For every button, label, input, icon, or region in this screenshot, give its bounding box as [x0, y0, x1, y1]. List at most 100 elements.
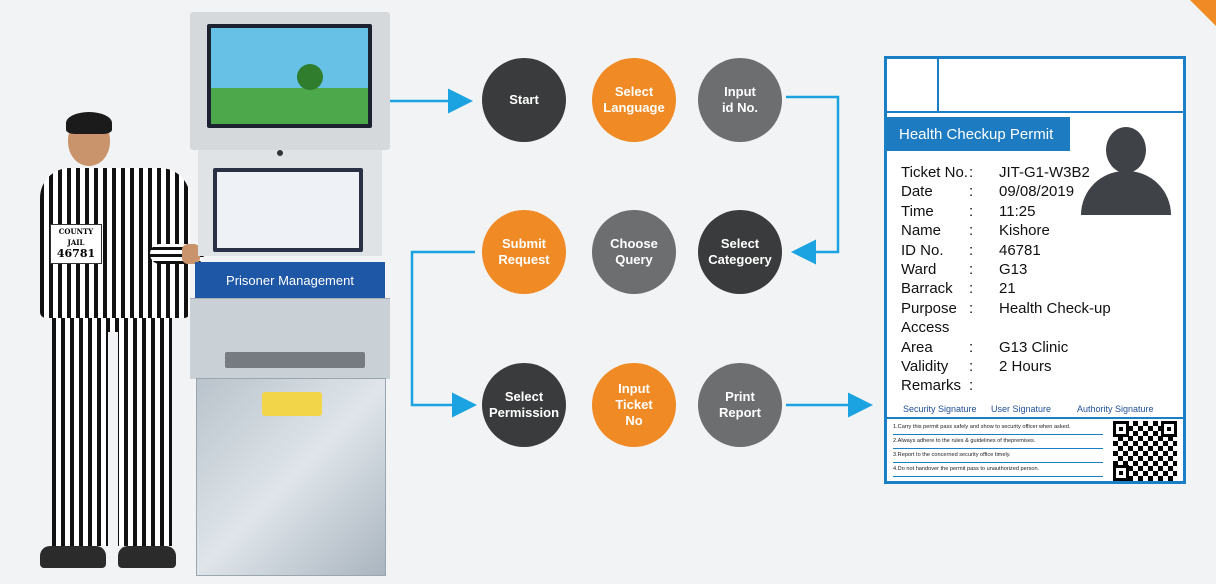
step-label: Select Permission — [488, 389, 560, 420]
step-label: Input id No. — [721, 84, 759, 115]
prisoner-hand — [182, 244, 200, 264]
field-sep: : — [969, 183, 974, 201]
field-sep: : — [969, 299, 974, 317]
qr-code-icon — [1113, 421, 1177, 481]
prisoner-hair — [66, 112, 112, 134]
field-sep: : — [969, 338, 974, 356]
arrow-input-to-category — [786, 95, 840, 265]
field-label: Ward — [901, 261, 937, 279]
permit-title: Health Checkup Permit — [887, 117, 1070, 151]
field-date: Date: 09/08/2019 — [901, 182, 1111, 201]
field-sep: : — [969, 280, 974, 298]
field-label: Validity — [901, 358, 949, 376]
patch-line2: JAIL — [67, 238, 85, 247]
screen-grass — [211, 88, 368, 124]
field-area: Area: G13 Clinic — [901, 338, 1111, 357]
shoe-right — [118, 546, 176, 568]
field-sep: : — [969, 202, 974, 220]
kiosk-top-screen — [207, 24, 372, 128]
field-sep: : — [969, 358, 974, 376]
card-top-divider — [887, 111, 1183, 113]
field-value: 46781 — [999, 241, 1041, 259]
field-value: 2 Hours — [999, 358, 1052, 376]
field-value: G13 Clinic — [999, 338, 1069, 356]
step-start: Start — [482, 58, 566, 142]
corner-accent — [1190, 0, 1216, 26]
field-label: Name — [901, 222, 942, 240]
rule-4: 4.Do not handover the permit pass to una… — [893, 463, 1103, 477]
field-label: Date — [901, 183, 933, 201]
rule-2: 2.Always adhere to the rules & guideline… — [893, 435, 1103, 449]
field-sep: : — [969, 241, 974, 259]
field-label: Area — [901, 338, 933, 356]
step-select-permission: Select Permission — [482, 363, 566, 447]
step-select-language: Select Language — [592, 58, 676, 142]
field-access: Access — [901, 318, 1111, 337]
field-name: Name: Kishore — [901, 221, 1111, 240]
qr-finder — [1113, 421, 1129, 437]
field-barrack: Barrack: 21 — [901, 279, 1111, 298]
avatar-head — [1106, 127, 1146, 173]
qr-finder — [1113, 465, 1129, 481]
field-label: ID No. — [901, 241, 944, 259]
screen-sky — [211, 28, 368, 88]
field-validity: Validity: 2 Hours — [901, 357, 1111, 376]
field-label: Barrack — [901, 280, 953, 298]
field-ticket: Ticket No.: JIT-G1-W3B2 — [901, 163, 1111, 182]
field-value: Kishore — [999, 222, 1050, 240]
camera-icon — [277, 150, 283, 156]
rule-3: 3.Report to the concerned security offic… — [893, 449, 1103, 463]
field-label: Remarks — [901, 377, 962, 395]
step-label: Submit Request — [498, 236, 550, 267]
field-label: Purpose — [901, 299, 957, 317]
step-label: Select Language — [603, 84, 665, 115]
field-value: 21 — [999, 280, 1016, 298]
touch-screen-content — [217, 172, 359, 248]
field-value: 09/08/2019 — [999, 183, 1075, 201]
field-label: Time — [901, 202, 934, 220]
field-ward: Ward: G13 — [901, 260, 1111, 279]
field-label: Ticket No. — [901, 164, 968, 181]
step-choose-query: Choose Query — [592, 210, 676, 294]
kiosk-keyboard[interactable] — [225, 352, 365, 368]
field-sep: : — [969, 164, 974, 181]
screen-tree — [297, 64, 323, 90]
field-label: Access — [901, 319, 950, 337]
signature-divider — [887, 417, 1183, 419]
patch-number: 46781 — [56, 247, 96, 260]
health-permit-card: Health Checkup Permit Ticket No.: JIT-G1-… — [884, 56, 1186, 484]
field-remarks: Remarks: — [901, 376, 1111, 395]
user-signature-label: User Signature — [991, 404, 1052, 414]
step-label: Choose Query — [610, 236, 658, 267]
step-label: Select Categoery — [708, 236, 772, 267]
field-sep: : — [969, 261, 974, 279]
security-signature-label: Security Signature — [903, 404, 977, 414]
field-purpose: Purpose: Health Check-up — [901, 299, 1111, 318]
field-value: G13 — [999, 261, 1028, 279]
step-label: Input Ticket No — [615, 381, 653, 428]
permit-fields: Ticket No.: JIT-G1-W3B2 Date: 09/08/2019 T… — [901, 163, 1111, 396]
authority-signature-label: Authority Signature — [1077, 404, 1154, 414]
step-label: Start — [509, 92, 539, 107]
field-sep — [969, 318, 999, 337]
field-sep: : — [969, 222, 974, 240]
field-value: Health Check-up — [999, 299, 1111, 317]
field-value: JIT-G1-W3B2 — [999, 164, 1090, 181]
step-input-ticket: Input Ticket No — [592, 363, 676, 447]
patch-line1: COUNTY — [58, 227, 94, 236]
permit-rules: 1.Carry this permit pass safely and show… — [893, 421, 1103, 477]
card-top-vertical-divider — [937, 59, 939, 111]
leg-gap — [108, 332, 118, 546]
step-label: Print Report — [719, 389, 761, 420]
arrow-submit-to-permission — [410, 250, 477, 418]
field-id: ID No.: 46781 — [901, 241, 1111, 260]
qr-finder — [1161, 421, 1177, 437]
kiosk-touch-screen[interactable] — [213, 168, 363, 252]
shoe-left — [40, 546, 106, 568]
printer-slot — [262, 392, 322, 416]
prisoner-id-patch: COUNTY JAIL 46781 — [50, 224, 102, 264]
step-submit-request: Submit Request — [482, 210, 566, 294]
field-time: Time: 11:25 — [901, 202, 1111, 221]
field-value: 11:25 — [999, 202, 1036, 220]
step-input-id: Input id No. — [698, 58, 782, 142]
